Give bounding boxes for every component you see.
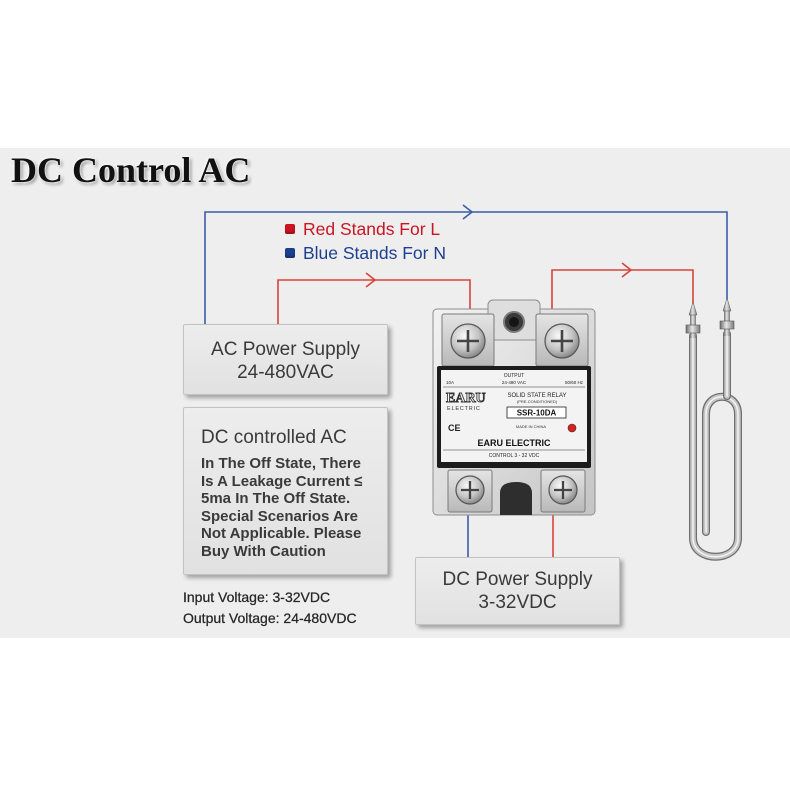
dc-power-supply-voltage: 3-32VDC [478, 592, 557, 613]
warning-line: Not Applicable. Please [201, 525, 362, 543]
relay-origin: MADE IN CHINA [516, 424, 547, 429]
relay-voltage-rating: 24-480 VAC [502, 380, 527, 385]
relay-product-type: SOLID STATE RELAY [507, 393, 566, 399]
warning-line: Buy With Caution [201, 542, 326, 560]
legend-blue-swatch [285, 248, 295, 258]
leakage-warning-text: In The Off State, There Is A Leakage Cur… [201, 455, 387, 561]
terminal-tip [722, 297, 732, 312]
status-led-indicator [567, 423, 577, 433]
relay-output-terminal-1 [441, 313, 495, 367]
heater-terminal-right [719, 297, 735, 336]
relay-maker: EARU ELECTRIC [477, 438, 551, 448]
heater-tube-outline [689, 332, 742, 561]
brand-logo: EARU [446, 391, 486, 406]
legend-red-swatch [285, 224, 295, 234]
ac-power-supply-title: AC Power Supply [211, 339, 360, 360]
relay-preconditioned-note: (PRE-CONDITIONED) [517, 399, 558, 404]
warning-line: Is A Leakage Current ≤ [201, 472, 363, 490]
dc-controlled-ac-title: DC controlled AC [201, 427, 347, 448]
terminal-nut [719, 320, 735, 330]
live-wire-direction-arrow-2 [621, 262, 633, 278]
dc-power-supply-box: DC Power Supply 3-32VDC [415, 557, 620, 625]
relay-current-rating: 10A [446, 380, 454, 385]
terminal-tip [688, 301, 698, 316]
output-voltage-spec: Output Voltage: 24-480VDC [183, 610, 357, 626]
model-box [506, 406, 567, 419]
solid-state-relay: OUTPUT 10A 24-480 VAC 50/60 Hz EARU ELEC… [432, 299, 596, 516]
live-wire-direction-arrow-1 [365, 272, 377, 288]
relay-output-terminal-2 [535, 313, 589, 367]
relay-bottom-notch [500, 482, 532, 515]
screw-slot [457, 330, 479, 352]
ac-power-supply-box: AC Power Supply 24-480VAC [183, 324, 388, 395]
terminal-nut [685, 324, 701, 334]
heater-tube-body [690, 333, 741, 560]
relay-control-terminal-negative [447, 469, 493, 513]
mounting-hole-center [509, 317, 519, 327]
relay-model: SSR-10DA [517, 409, 557, 418]
warning-line: 5ma In The Off State. [201, 490, 351, 508]
relay-control-rating: CONTROL 3 - 32 VDC [489, 453, 540, 459]
legend-neutral-label: Blue Stands For N [303, 243, 446, 263]
page-title: DC Control AC [11, 150, 251, 190]
screw-slot [461, 481, 479, 499]
relay-frequency: 50/60 Hz [565, 380, 584, 385]
heater-tube-highlight [692, 335, 739, 558]
heating-element [685, 297, 742, 561]
ce-mark: CE [448, 423, 461, 433]
ac-power-supply-voltage: 24-480VAC [237, 362, 334, 383]
heater-terminal-left [685, 301, 701, 338]
relay-output-heading: OUTPUT [504, 373, 525, 379]
brand-subtitle: ELECTRIC [447, 406, 481, 412]
warning-line: In The Off State, There [201, 455, 362, 472]
screw-slot [554, 481, 572, 499]
diagram-background-panel [0, 148, 790, 638]
input-voltage-spec: Input Voltage: 3-32VDC [183, 589, 331, 605]
screw-slot [551, 330, 573, 352]
dc-power-supply-title: DC Power Supply [442, 569, 593, 590]
legend-live-label: Red Stands For L [303, 219, 441, 239]
warning-line: Special Scenarios Are [201, 507, 359, 525]
neutral-wire-direction-arrow [462, 204, 474, 220]
live-wire-relay-to-heater [551, 269, 694, 312]
neutral-wire-ac-to-heater [204, 211, 728, 324]
relay-control-terminal-positive [540, 469, 586, 513]
dc-controlled-ac-note-box: DC controlled AC In The Off State, There… [183, 407, 388, 575]
